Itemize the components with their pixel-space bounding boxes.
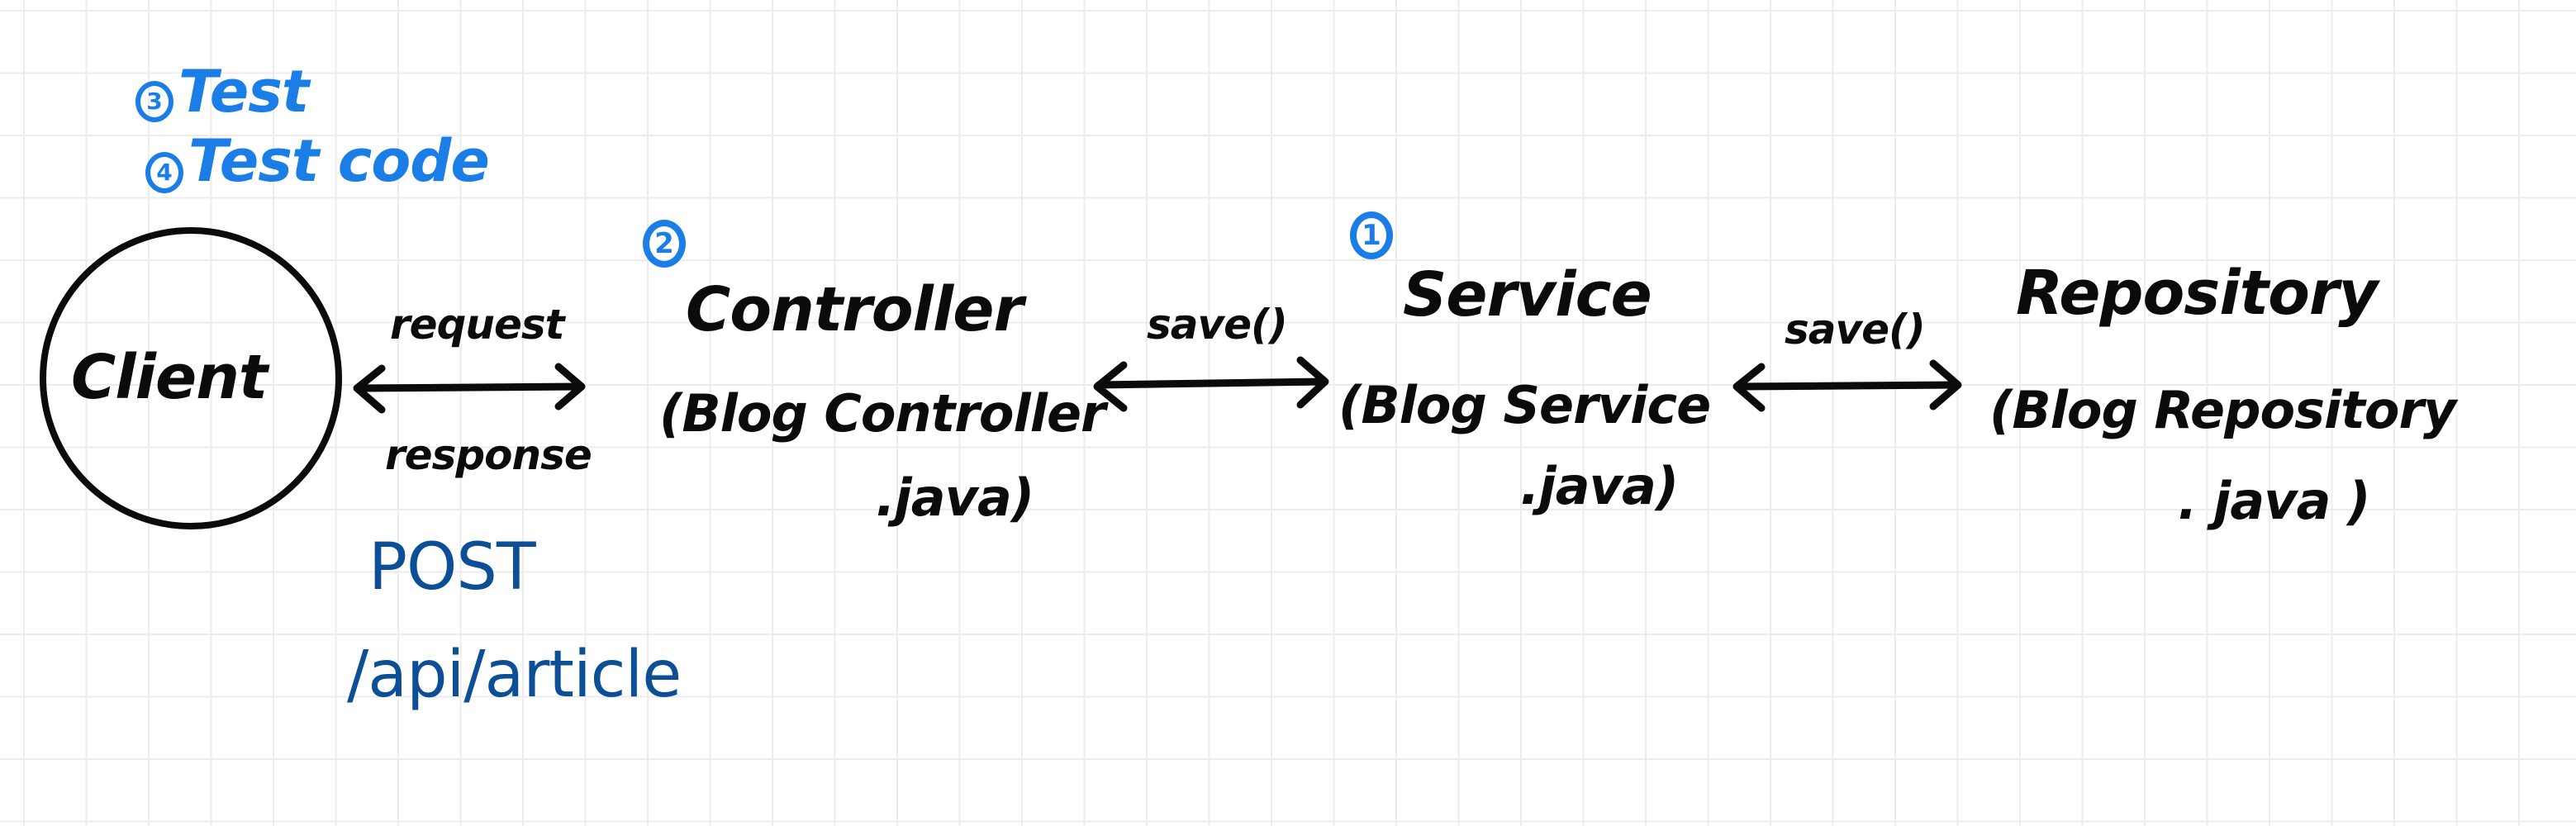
service-file-line1: (Blog Service	[1338, 375, 1711, 435]
service-file-line2: .java)	[1520, 456, 1679, 516]
note-test-code: Test code	[188, 127, 490, 195]
controller-file-line1: (Blog Controller	[659, 383, 1106, 444]
repository-label: Repository	[2016, 258, 2379, 329]
client-circle	[40, 227, 342, 529]
client-label: Client	[71, 342, 268, 413]
service-repository-save-label: save()	[1785, 306, 1926, 354]
step-2-badge: 2	[643, 220, 686, 268]
controller-service-save-label: save()	[1147, 301, 1288, 349]
client-controller-arrow	[353, 363, 586, 414]
step-1-badge: 1	[1350, 211, 1393, 259]
response-label: response	[385, 431, 592, 479]
endpoint-path: /api/article	[347, 638, 682, 712]
note-test: Test	[178, 58, 309, 126]
repository-file-line2: . java )	[2178, 471, 2370, 531]
endpoint-method: POST	[368, 530, 536, 605]
request-label: request	[390, 301, 565, 349]
service-label: Service	[1403, 259, 1652, 330]
step-3-badge: 3	[135, 81, 173, 122]
repository-file-line1: (Blog Repository	[1989, 380, 2456, 440]
controller-label: Controller	[686, 274, 1024, 345]
step-4-badge: 4	[145, 152, 183, 193]
controller-service-arrow	[1093, 356, 1329, 412]
service-repository-arrow	[1732, 359, 1962, 412]
controller-file-line2: .java)	[876, 468, 1034, 528]
